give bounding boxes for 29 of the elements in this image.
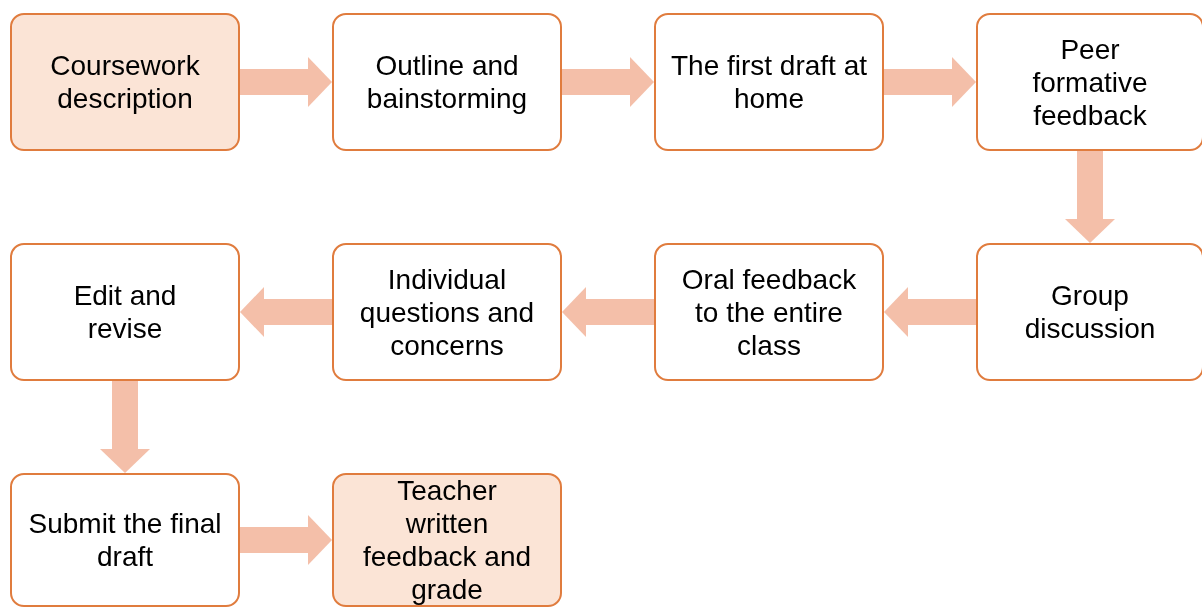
- process-box: [10, 13, 240, 151]
- process-box: [332, 473, 562, 607]
- step-label: Submit the final draft: [27, 507, 223, 573]
- step-label: Peer formative feedback: [1031, 32, 1149, 132]
- step-label: The first draft at home: [669, 49, 869, 115]
- process-box: [332, 13, 562, 151]
- process-box: [976, 243, 1202, 381]
- step-label: Outline and bainstorming: [365, 49, 529, 115]
- block-arrow: [884, 287, 976, 337]
- process-box: [10, 473, 240, 607]
- process-box: [10, 243, 240, 381]
- step-label: Teacher written feedback and grade: [361, 474, 533, 606]
- process-box: [654, 243, 884, 381]
- block-arrow: [100, 381, 150, 473]
- process-box: [976, 13, 1202, 151]
- step-label: Coursework description: [49, 49, 201, 115]
- block-arrow: [240, 57, 332, 107]
- block-arrow: [1065, 151, 1115, 243]
- block-arrow: [240, 515, 332, 565]
- process-box: [332, 243, 562, 381]
- process-box: [654, 13, 884, 151]
- block-arrow: [884, 57, 976, 107]
- block-arrow: [562, 57, 654, 107]
- block-arrow: [240, 287, 332, 337]
- step-label: Edit and revise: [72, 279, 178, 345]
- step-label: Oral feedback to the entire class: [680, 262, 858, 362]
- block-arrow: [562, 287, 654, 337]
- step-label: Individual questions and concerns: [358, 262, 536, 362]
- step-label: Group discussion: [1023, 279, 1157, 345]
